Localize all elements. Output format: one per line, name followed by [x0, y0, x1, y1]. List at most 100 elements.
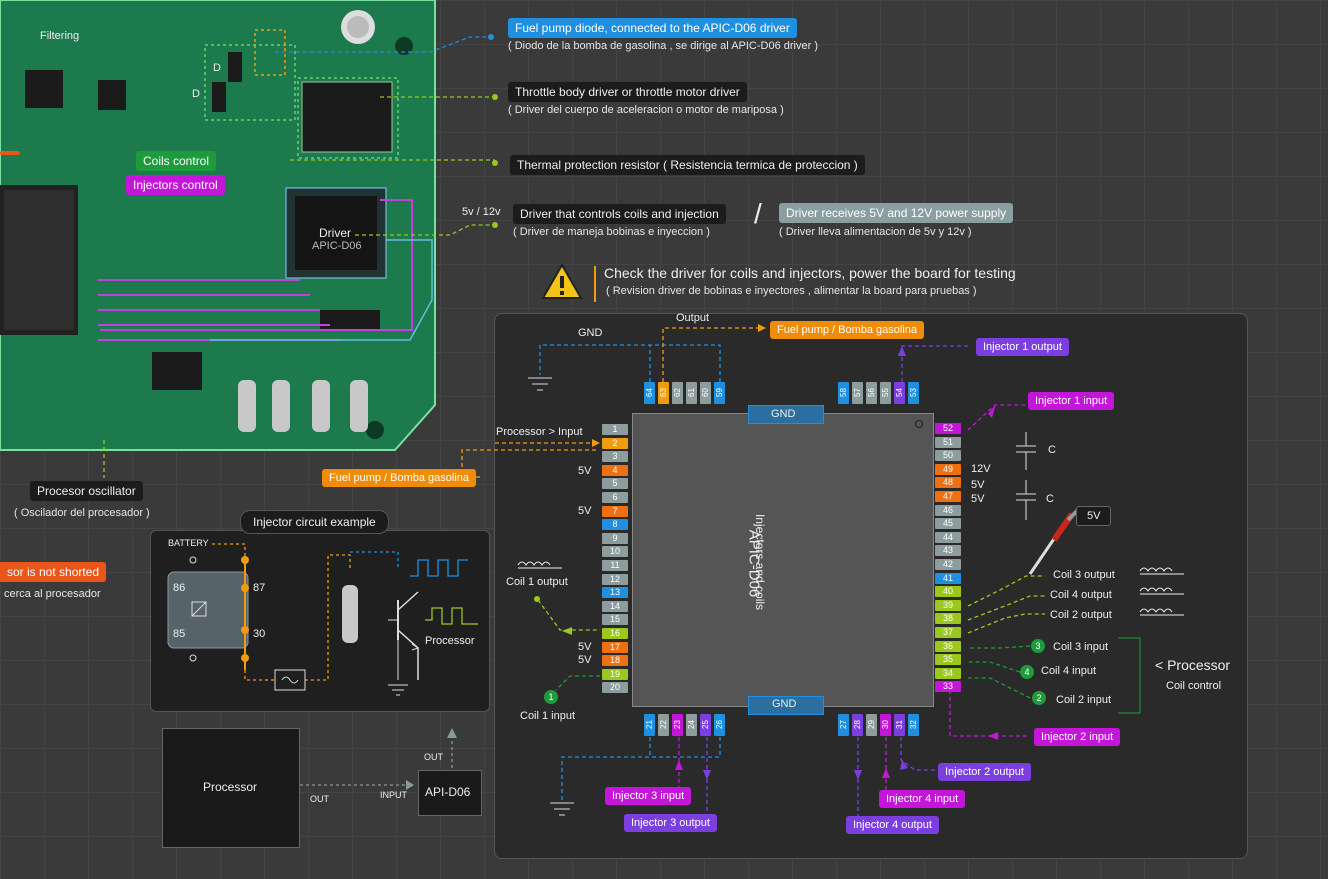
chip-pin-43: 43 [935, 545, 961, 557]
chip-pin-64: 64 [644, 382, 655, 404]
chip-pin-40: 40 [935, 586, 961, 598]
chip-pin-63: 63 [658, 382, 669, 404]
chip-pin-51: 51 [935, 436, 961, 448]
capacitor-2-label: C [1046, 493, 1054, 505]
coil-control-label: Coil control [1166, 680, 1222, 692]
injector2-input-tag: Injector 2 input [1034, 728, 1121, 746]
slash-separator: / [754, 198, 762, 229]
pcb-d-bottom-label: D [192, 88, 200, 100]
fuel-pump-diode-tag: Fuel pump diode, connected to the APIC-D… [508, 18, 797, 38]
chip-pin-18: 18 [602, 655, 628, 667]
chip-pin-37: 37 [935, 627, 961, 638]
driver-coils-es: ( Driver de maneja bobinas e inyeccion ) [513, 226, 710, 238]
v5-pin17-label: 5V [578, 641, 592, 653]
chip-pin-16: 16 [602, 628, 628, 639]
chip-pin-55: 55 [880, 382, 891, 404]
chip-body [632, 413, 934, 707]
chip-pin-8: 8 [602, 519, 628, 531]
chip-pin-28: 28 [852, 714, 863, 736]
chip-pin-21: 21 [644, 714, 655, 736]
pcb-left-red-tag [0, 151, 20, 155]
relay-pin-86: 86 [173, 582, 186, 594]
thermal-tag: Thermal protection resistor ( Resistenci… [510, 155, 865, 175]
processor-block [162, 728, 300, 848]
chip-pin-60: 60 [700, 382, 711, 404]
pcb-filtering-label: Filtering [40, 30, 80, 42]
chip-pin-29: 29 [866, 714, 877, 736]
injector3-output-tag: Injector 3 output [624, 814, 717, 832]
relay-pin-87: 87 [253, 582, 266, 594]
chip-pin-47: 47 [935, 491, 961, 502]
chip-pin-54: 54 [894, 382, 905, 404]
chip-gnd-top-bar [748, 405, 824, 424]
chip-pin-53: 53 [908, 382, 919, 404]
pcb-driver-name: Driver [319, 226, 351, 240]
processor-block-label: Processor [203, 780, 258, 794]
circuit-processor-label: Processor [425, 635, 475, 647]
throttle-es: ( Driver del cuerpo de aceleracion o mot… [508, 104, 784, 116]
chip-pin-58: 58 [838, 382, 849, 404]
injector1-output-tag: Injector 1 output [976, 338, 1069, 356]
chip-pin-25: 25 [700, 714, 711, 736]
chip-pin-45: 45 [935, 518, 961, 530]
coil1-output-label: Coil 1 output [506, 576, 568, 588]
v5-pin7-label: 5V [578, 505, 592, 517]
driver-coils-tag: Driver that controls coils and injection [513, 204, 726, 224]
injector1-input-tag: Injector 1 input [1028, 392, 1115, 410]
chip-pin-35: 35 [935, 654, 961, 666]
chip-pin-41: 41 [935, 572, 961, 584]
fuel-pump-left-tag: Fuel pump / Bomba gasolina [322, 469, 477, 487]
coil3-number: 3 [1031, 639, 1045, 653]
chip-pin-61: 61 [686, 382, 697, 404]
coil1-input-label: Coil 1 input [520, 710, 576, 722]
api-input-label: INPUT [380, 790, 407, 800]
injector4-input-tag: Injector 4 input [879, 790, 966, 808]
injector4-output-tag: Injector 4 output [846, 816, 939, 834]
chip-pin-49: 49 [935, 463, 961, 475]
chip-gnd-bottom-bar [748, 696, 824, 715]
chip-pin-24: 24 [686, 714, 697, 736]
check-es: ( Revision driver de bobinas e inyectore… [606, 285, 977, 297]
chip-gnd-top: GND [771, 408, 796, 420]
coil1-number: 1 [544, 690, 558, 704]
chip-pin-56: 56 [866, 382, 877, 404]
fuel-pump-top-tag: Fuel pump / Bomba gasolina [770, 321, 925, 339]
injector3-input-tag: Injector 3 input [605, 787, 692, 805]
chip-pin-2: 2 [602, 437, 628, 449]
chip-pin-11: 11 [602, 560, 628, 571]
gnd-label: GND [578, 327, 603, 339]
capacitor-1-label: C [1048, 444, 1056, 456]
warning-icon [541, 262, 583, 299]
driver-power-es: ( Driver lleva alimentacion de 5v y 12v … [779, 226, 972, 238]
chip-pin-22: 22 [658, 714, 669, 736]
api-d06-block [418, 770, 482, 816]
v12-label: 12V [971, 463, 991, 475]
chip-pin-17: 17 [602, 641, 628, 653]
coil2-number: 2 [1032, 691, 1046, 705]
chip-gnd-bottom: GND [772, 698, 797, 710]
chip-pin-27: 27 [838, 714, 849, 736]
chip-pin-32: 32 [908, 714, 919, 736]
processor-oscillator-tag: Procesor oscillator [30, 481, 143, 501]
driver-power-tag: Driver receives 5V and 12V power supply [779, 203, 1014, 223]
relay-pin-30: 30 [253, 628, 266, 640]
v5-pin4-label: 5V [578, 465, 592, 477]
chip-pin-4: 4 [602, 464, 628, 476]
chip-pin-50: 50 [935, 450, 961, 462]
chip-pin-13: 13 [602, 587, 628, 599]
not-shorted-tag: sor is not shorted [0, 562, 107, 582]
chip-pin-6: 6 [602, 492, 628, 503]
coil4-number: 4 [1020, 665, 1034, 679]
chip-pin-48: 48 [935, 477, 961, 489]
chip-pin-39: 39 [935, 599, 961, 611]
coils-control-tag: Coils control [136, 151, 217, 171]
processor-out-label: OUT [310, 794, 329, 804]
pcb-board [0, 0, 436, 451]
chip-pin-23: 23 [672, 714, 683, 736]
fuel-pump-diode-es: ( Diodo de la bomba de gasolina , se dir… [508, 40, 818, 52]
chip-pin-30: 30 [880, 714, 891, 736]
chip-pin-42: 42 [935, 559, 961, 570]
